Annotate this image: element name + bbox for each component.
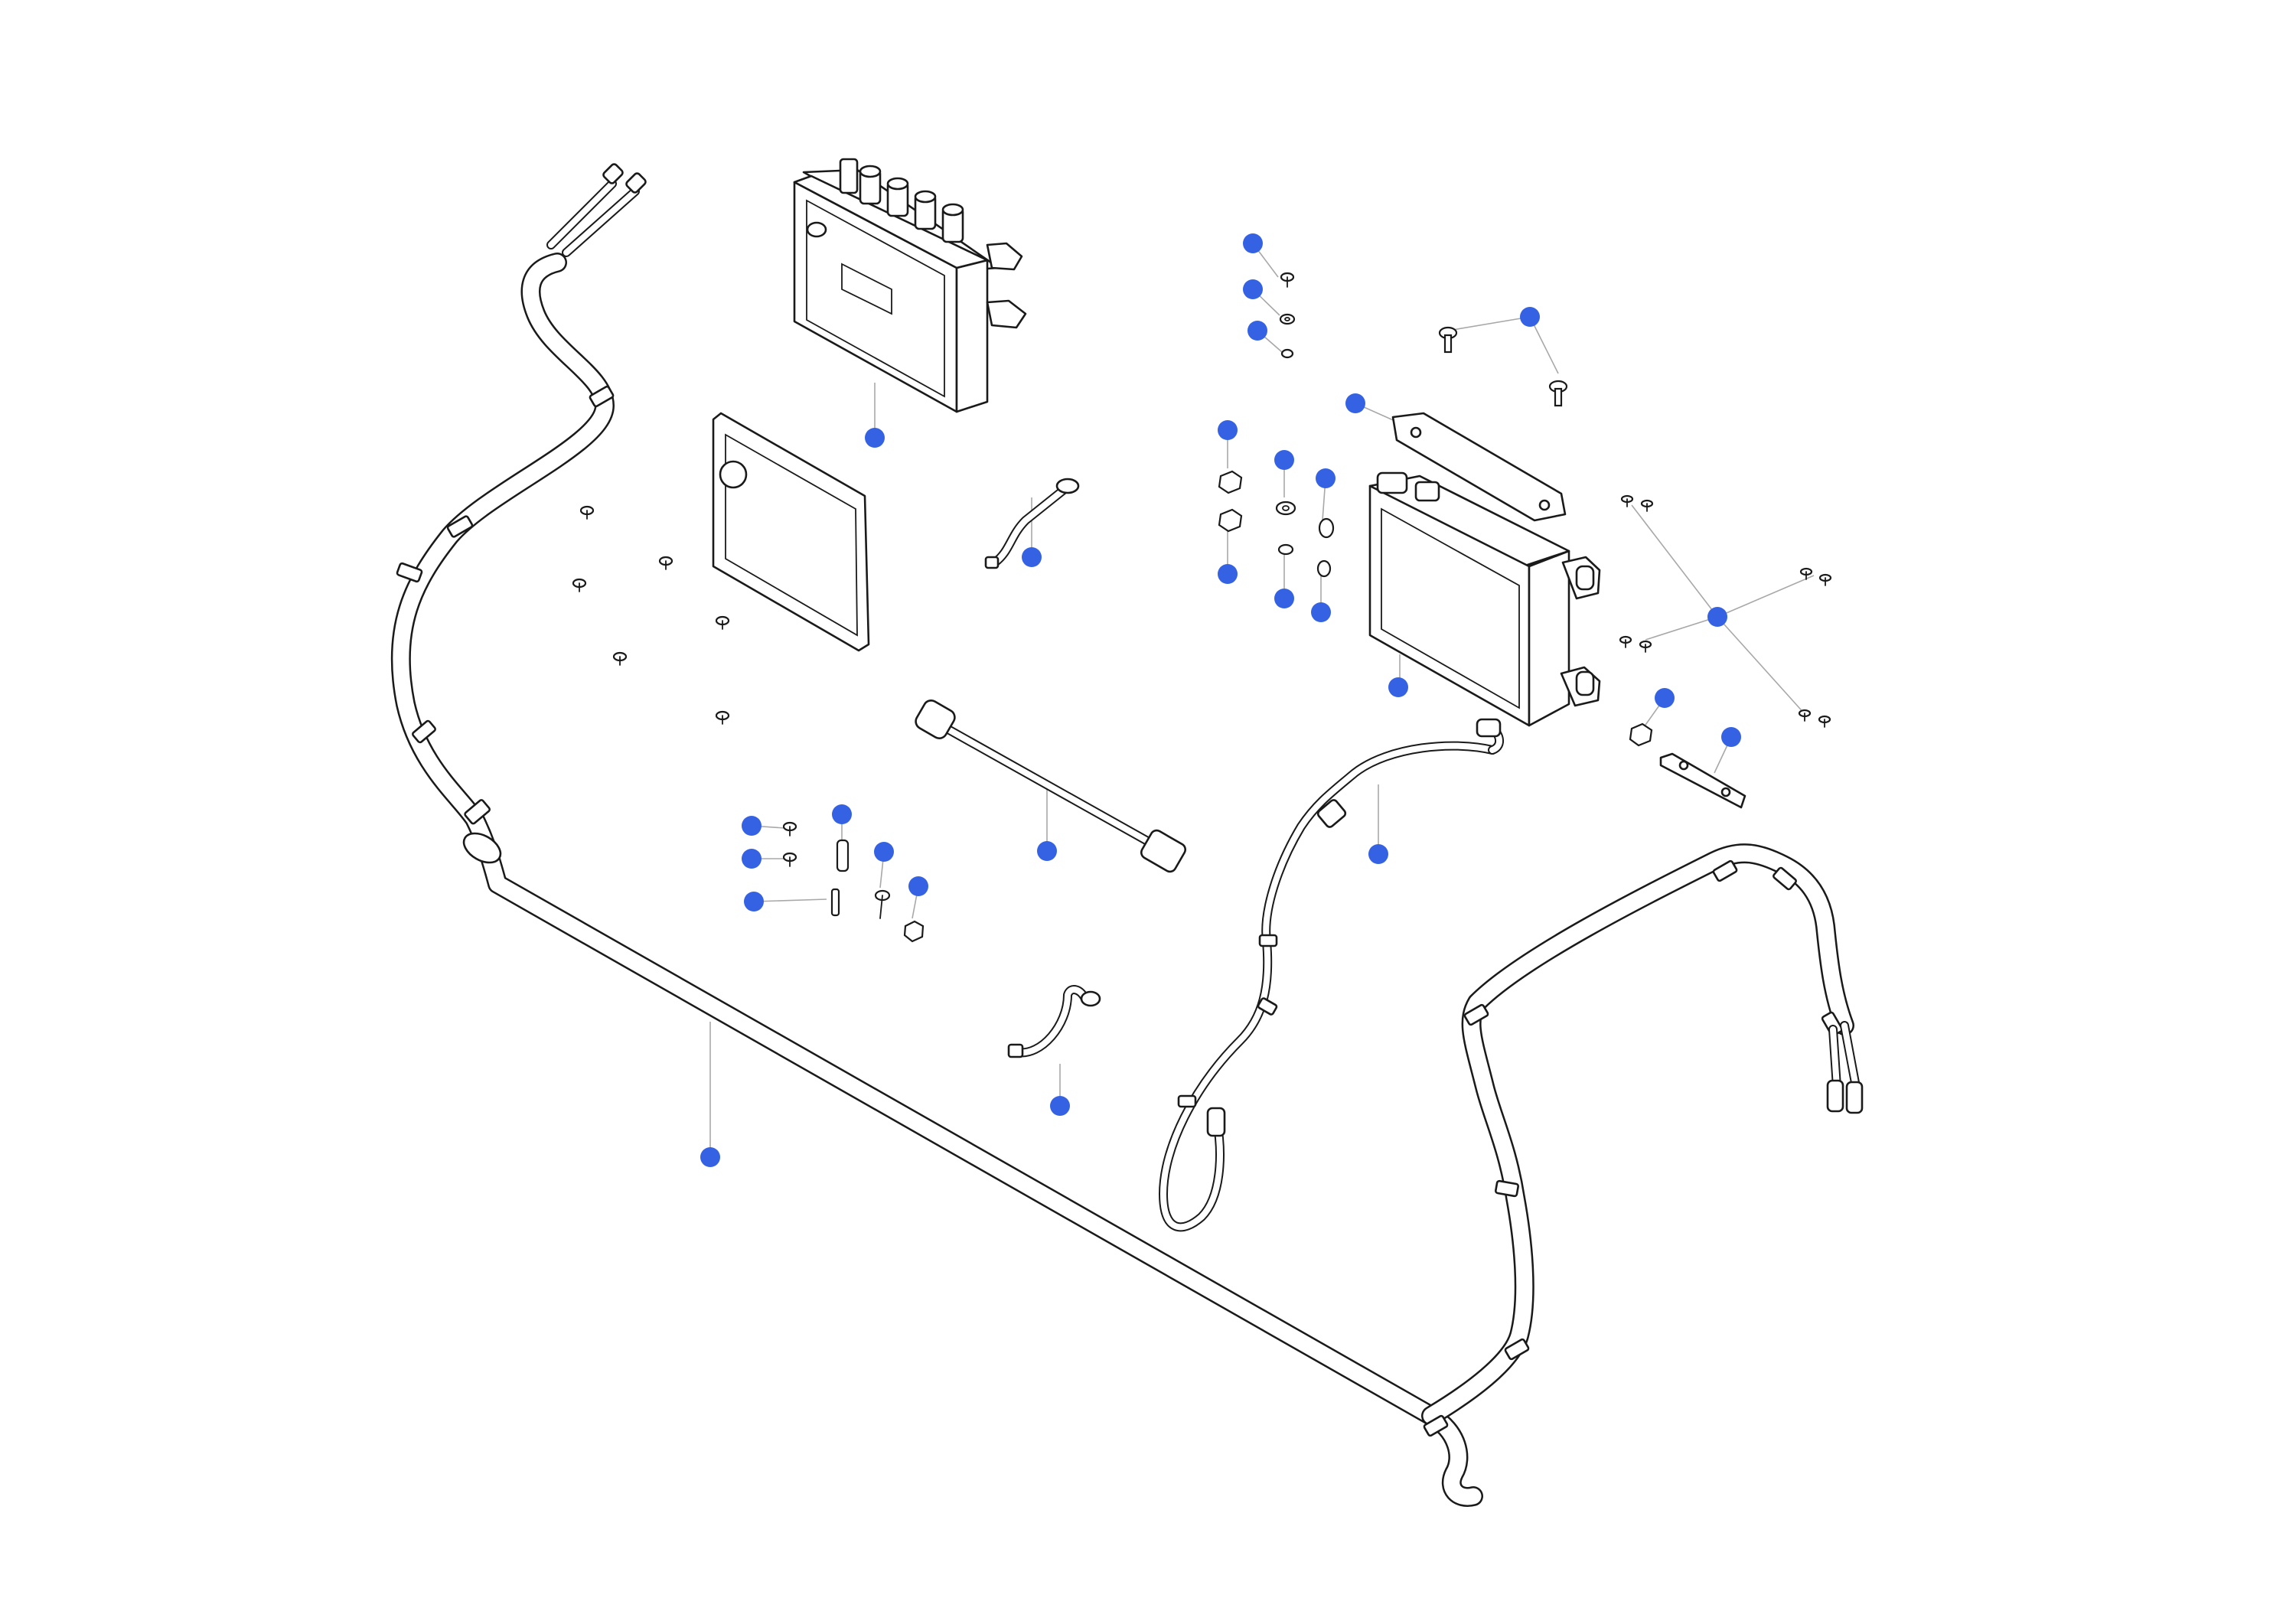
callout-dot[interactable]: [1022, 547, 1042, 567]
callout-dot[interactable]: [1368, 844, 1388, 864]
callout-dot[interactable]: [1218, 420, 1238, 440]
ground-bracket: [1659, 752, 1746, 809]
callout-dot[interactable]: [1274, 450, 1294, 470]
callout-dot[interactable]: [1655, 688, 1675, 708]
callout-dot[interactable]: [1721, 727, 1741, 747]
callout-dot[interactable]: [1388, 677, 1408, 697]
secondary-wiring-harness: [1159, 718, 1504, 1232]
ground-strap-lower: [1007, 985, 1101, 1058]
callout-dot[interactable]: [1707, 607, 1727, 627]
callout-dot[interactable]: [1345, 393, 1365, 413]
cover-plate: [712, 412, 870, 652]
callout-dot[interactable]: [1037, 841, 1057, 861]
callout-dot[interactable]: [1274, 589, 1294, 608]
control-module-right: [1368, 471, 1601, 727]
leader-lines: [709, 243, 1815, 1157]
callout-dot[interactable]: [865, 428, 885, 448]
callout-dot[interactable]: [742, 849, 762, 869]
control-module-upper: [793, 158, 1027, 413]
callout-dot[interactable]: [1218, 564, 1238, 584]
callout-dot[interactable]: [1243, 233, 1263, 253]
fasteners: [572, 272, 1832, 943]
callout-dot[interactable]: [1050, 1096, 1070, 1116]
callout-dot[interactable]: [908, 876, 928, 896]
main-wiring-harness: [390, 163, 1864, 1507]
callout-dot[interactable]: [700, 1147, 720, 1167]
callout-dot[interactable]: [1311, 602, 1331, 622]
callout-dot[interactable]: [1316, 468, 1336, 488]
callout-dot[interactable]: [1247, 321, 1267, 341]
callout-dot[interactable]: [744, 892, 764, 911]
mounting-bracket: [1391, 412, 1567, 522]
ground-strap-upper: [984, 478, 1080, 569]
callout-markers: [700, 233, 1741, 1167]
adapter-cable: [915, 699, 1187, 873]
callout-dot[interactable]: [832, 804, 852, 824]
callout-dot[interactable]: [1243, 279, 1263, 299]
callout-dot[interactable]: [742, 816, 762, 836]
callout-dot[interactable]: [874, 842, 894, 862]
callout-dot[interactable]: [1520, 307, 1540, 327]
